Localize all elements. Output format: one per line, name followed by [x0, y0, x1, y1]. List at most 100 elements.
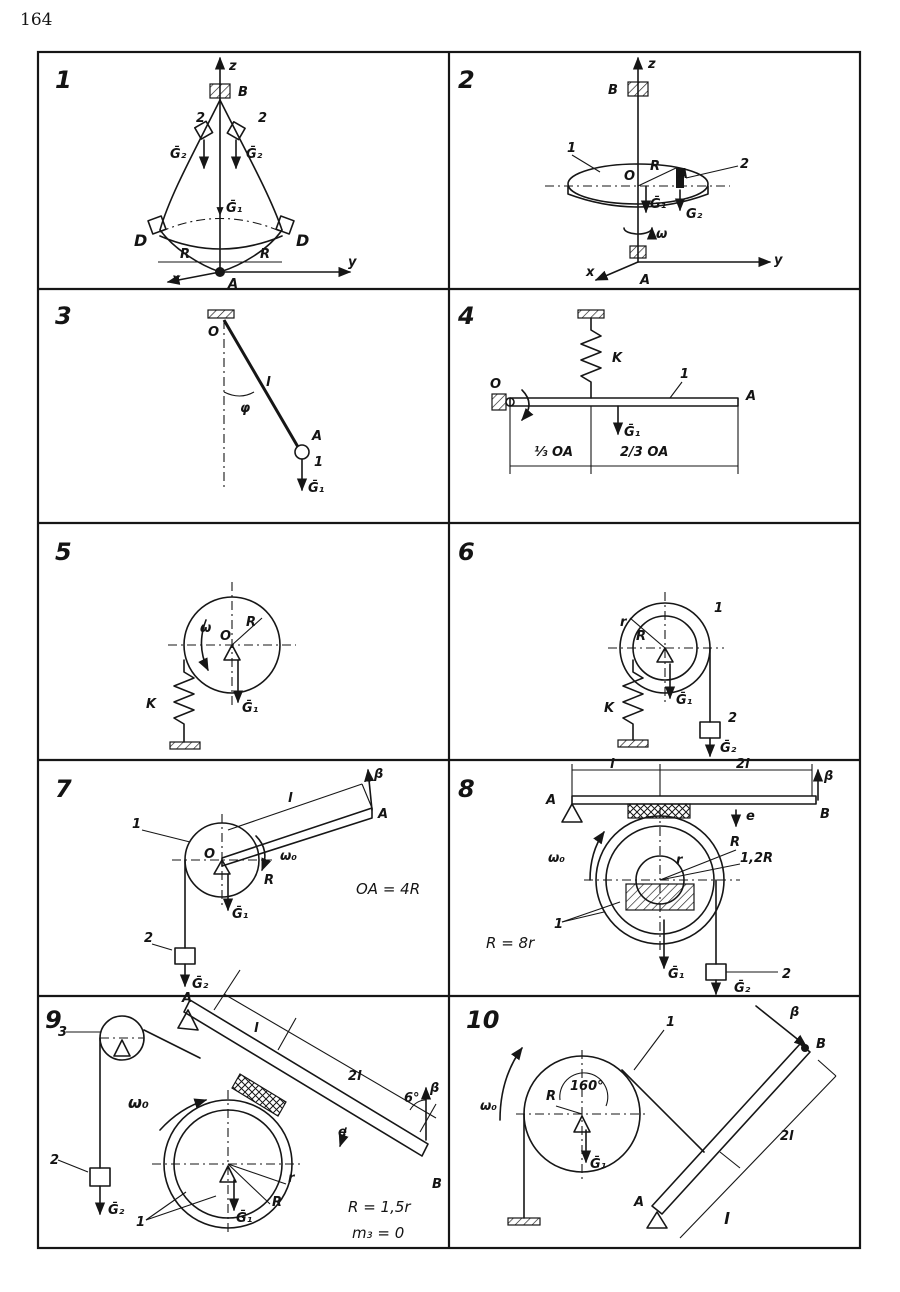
label-omega: ω₀ — [548, 851, 565, 866]
label-two-thirds: 2/3 OA — [620, 445, 668, 460]
mass-2-right — [226, 121, 246, 141]
label-R-left: R — [180, 247, 190, 262]
label-l: l — [254, 1021, 259, 1036]
label-A: A — [181, 991, 192, 1006]
equation-R: R = 1,5r — [348, 1198, 411, 1216]
label-R: R — [264, 873, 274, 888]
load-2 — [705, 963, 727, 981]
label-l: l — [288, 791, 293, 806]
label-2l: 2l — [736, 757, 750, 772]
x-axis — [166, 271, 221, 285]
label-G1: Ḡ₁ — [650, 197, 667, 212]
label-G1: Ḡ₁ — [236, 1211, 253, 1226]
label-1: 1 — [314, 455, 323, 470]
label-omega: ω — [200, 621, 211, 636]
label-r: r — [288, 1171, 296, 1186]
label-3: 3 — [58, 1025, 67, 1040]
spring-K — [622, 659, 644, 741]
label-2: 2 — [782, 967, 791, 982]
label-third: ⅓ OA — [534, 445, 573, 460]
load-2 — [699, 721, 721, 739]
page-number: 164 — [20, 10, 53, 30]
label-z: z — [647, 57, 656, 72]
label-A-mid: A — [677, 167, 688, 182]
label-R: R — [546, 1089, 556, 1104]
label-A: A — [377, 807, 388, 822]
label-R: R — [246, 615, 256, 630]
label-R: R — [650, 159, 660, 174]
label-x: x — [585, 265, 595, 280]
label-2l: 2l — [780, 1129, 794, 1144]
rod-OA — [221, 807, 373, 867]
panel-number: 6 — [458, 538, 475, 566]
label-l: l — [266, 375, 271, 390]
label-B: B — [432, 1177, 442, 1192]
label-A: A — [639, 273, 650, 288]
label-K: K — [612, 351, 623, 366]
label-A: A — [311, 429, 322, 444]
inclined-beam — [183, 999, 429, 1157]
load-2 — [174, 947, 196, 965]
label-2: 2 — [740, 157, 749, 172]
label-e: e — [746, 809, 755, 824]
label-G1: Ḡ₁ — [624, 425, 641, 440]
label-beta: β — [789, 1005, 799, 1020]
panel-number: 10 — [466, 1006, 499, 1034]
panel-3: 3 O l φ A 1 Ḡ₁ — [55, 302, 325, 496]
label-D-left: D — [134, 231, 147, 250]
label-2: 2 — [50, 1153, 59, 1168]
label-K: K — [604, 701, 615, 716]
label-G1: Ḡ₁ — [226, 201, 243, 216]
bar-OA — [509, 397, 739, 407]
mass-D-right — [275, 215, 295, 235]
panel-number: 2 — [458, 66, 475, 94]
label-A: A — [545, 793, 556, 808]
label-O: O — [624, 169, 635, 184]
circle-trace — [159, 217, 283, 233]
label-G2: G₂ — [686, 207, 703, 222]
pendulum-rod — [222, 319, 300, 448]
panel-10: 10 1 160° R ω₀ Ḡ₁ β B A 2l l — [466, 1005, 837, 1239]
label-D-right: D — [296, 231, 309, 250]
panel-2: 2 z B 1 O R A 2 Ḡ₁ G₂ ω y x A — [458, 56, 783, 288]
label-beta: β — [823, 769, 833, 784]
label-e: e — [338, 1125, 347, 1140]
label-O: O — [490, 377, 501, 392]
label-G1: Ḡ₁ — [242, 701, 259, 716]
label-G1: Ḡ₁ — [668, 967, 685, 982]
label-omega: ω₀ — [128, 1093, 149, 1112]
label-1: 1 — [680, 367, 689, 382]
label-angle: 160° — [570, 1079, 604, 1094]
equation-OA: OA = 4R — [356, 880, 420, 898]
label-y: y — [774, 253, 783, 268]
label-2: 2 — [728, 711, 737, 726]
panel-number: 4 — [457, 302, 475, 330]
panel-1: 1 z B 2 2 Ḡ₂ Ḡ₂ Ḡ₁ D D R R y x A — [55, 56, 357, 292]
label-R: R — [272, 1195, 282, 1210]
panel-number: 7 — [55, 775, 72, 803]
label-omega: ω₀ — [480, 1099, 497, 1114]
label-1: 1 — [554, 917, 563, 932]
label-G1: Ḡ₁ — [232, 907, 249, 922]
rod-right — [219, 99, 283, 231]
label-G1: Ḡ₁ — [308, 481, 325, 496]
bearing-B — [627, 81, 649, 97]
counterweight — [625, 883, 695, 911]
label-G1: Ḡ₁ — [590, 1157, 607, 1172]
bob-A — [294, 444, 310, 460]
panel-7: 7 l β A 1 O ω₀ R OA = 4R Ḡ₁ 2 Ḡ₂ — [55, 767, 420, 992]
label-beta: β — [429, 1081, 439, 1096]
mass-2 — [676, 168, 684, 188]
spring-K — [580, 317, 602, 399]
label-G2: Ḡ₂ — [192, 977, 209, 992]
label-K: K — [146, 697, 157, 712]
panel-6: 6 r R 1 K Ḡ₁ 2 Ḡ₂ — [458, 538, 737, 758]
mass-2-left — [194, 120, 214, 140]
label-2-left: 2 — [196, 111, 205, 126]
label-1: 1 — [132, 817, 141, 832]
label-l: l — [610, 757, 615, 772]
panel-5: 5 O R ω K Ḡ₁ — [55, 538, 296, 750]
label-G2-right: Ḡ₂ — [246, 147, 263, 162]
label-x: x — [171, 272, 181, 287]
